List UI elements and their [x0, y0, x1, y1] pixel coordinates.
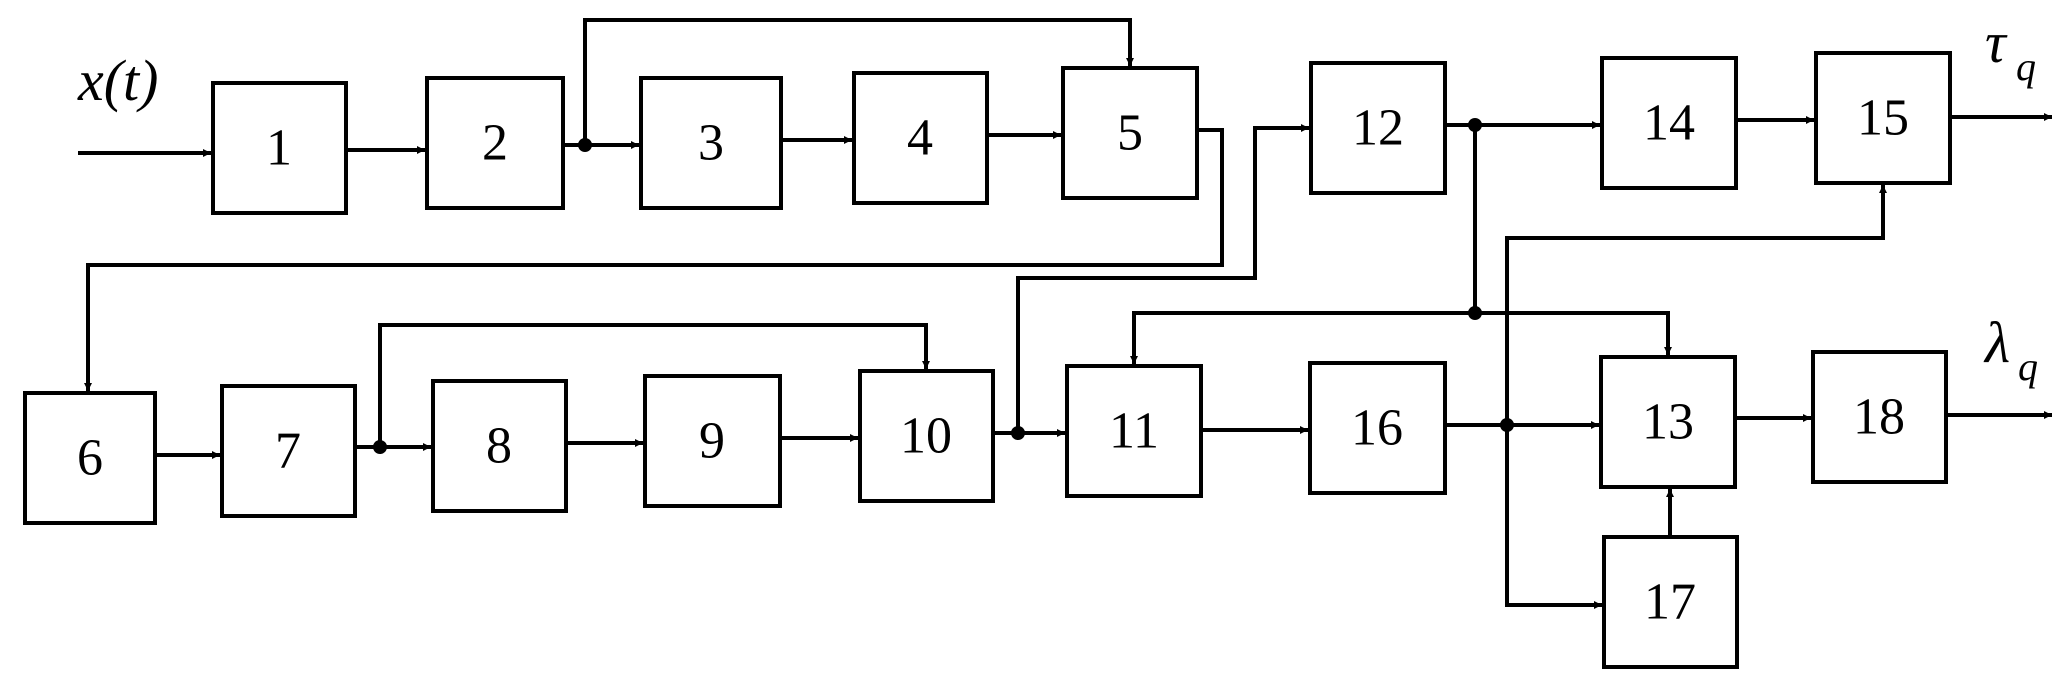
block-8-label: 8 [486, 418, 512, 475]
block-9-label: 9 [699, 413, 725, 470]
output-tau-subscript: q [2016, 44, 2036, 89]
block-7-label: 7 [275, 423, 301, 480]
block-16-label: 16 [1351, 400, 1403, 457]
block-18-label: 18 [1853, 389, 1905, 446]
output-tau-symbol: τ [1985, 10, 2008, 75]
wire-12-to-13 [1475, 313, 1668, 355]
block-3-label: 3 [698, 115, 724, 172]
block-13: 13 [1601, 357, 1735, 487]
wire-16-to-17 [1507, 425, 1602, 605]
block-9: 9 [645, 376, 780, 506]
block-3: 3 [641, 78, 781, 208]
block-14: 14 [1602, 58, 1736, 188]
block-11: 11 [1067, 366, 1201, 496]
block-5-label: 5 [1117, 105, 1143, 162]
block-5: 5 [1063, 68, 1197, 198]
block-6-label: 6 [77, 430, 103, 487]
junction-7 [373, 440, 387, 454]
block-16: 16 [1310, 363, 1445, 493]
block-1-label: 1 [266, 120, 292, 177]
block-4: 4 [854, 73, 987, 203]
block-17: 17 [1604, 537, 1737, 667]
block-10-label: 10 [900, 408, 952, 465]
block-2-label: 2 [482, 115, 508, 172]
block-15: 15 [1816, 53, 1950, 183]
output-lambda-symbol: λ [1983, 310, 2010, 375]
block-12: 12 [1311, 63, 1445, 193]
block-14-label: 14 [1643, 95, 1695, 152]
input-label: x(t) [77, 48, 159, 113]
block-17-label: 17 [1644, 574, 1696, 631]
output-lambda-subscript: q [2018, 344, 2038, 389]
block-6: 6 [25, 393, 155, 523]
block-1: 1 [213, 83, 346, 213]
block-10: 10 [860, 371, 993, 501]
wire-12-to-11 [1134, 313, 1475, 364]
output-lambda-label: λ q [1983, 310, 2038, 389]
block-15-label: 15 [1857, 90, 1909, 147]
block-4-label: 4 [907, 110, 933, 167]
output-tau-label: τ q [1985, 10, 2036, 89]
junction-10 [1011, 426, 1025, 440]
block-13-label: 13 [1642, 394, 1694, 451]
block-12-label: 12 [1352, 100, 1404, 157]
block-2: 2 [427, 78, 563, 208]
junction-2 [578, 138, 592, 152]
block-7: 7 [222, 386, 355, 516]
block-11-label: 11 [1109, 403, 1159, 460]
block-8: 8 [433, 381, 566, 511]
block-18: 18 [1813, 352, 1946, 482]
